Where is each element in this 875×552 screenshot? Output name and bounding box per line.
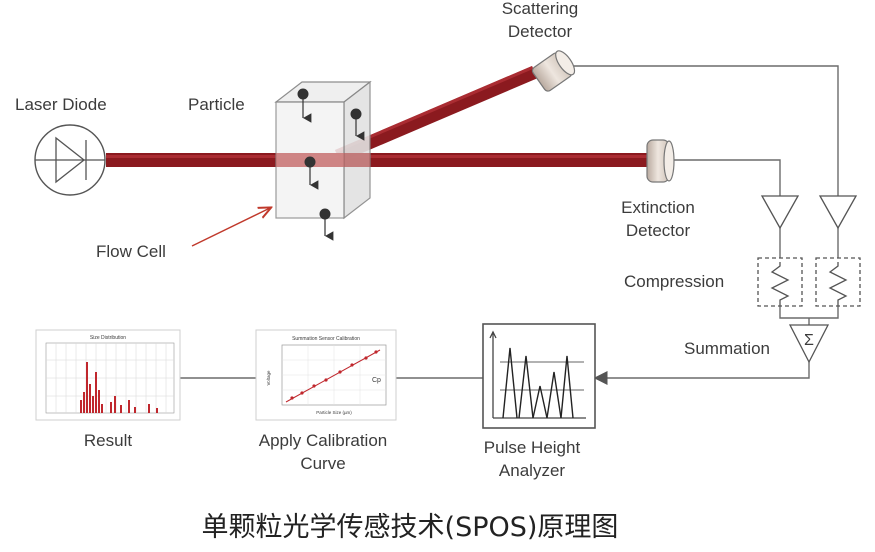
- laser-beam: [106, 153, 648, 167]
- calibration-thumb-xlabel: Particle Size (µm): [316, 410, 352, 415]
- calibration-thumb-ylabel: Voltage: [266, 370, 271, 386]
- result-bars: [80, 362, 158, 413]
- result-thumbnail: Size Distribution: [35, 329, 181, 421]
- laser-diode-label: Laser Diode: [15, 95, 107, 114]
- calibration-thumb-marker: Cp: [372, 377, 381, 384]
- scattering-detector-label-1: Scattering: [502, 0, 579, 18]
- pulse-height-label-1: Pulse Height: [484, 438, 581, 457]
- calibration-label-2: Curve: [300, 454, 345, 473]
- extinction-detector-label-2: Detector: [626, 221, 691, 240]
- extinction-detector-label-1: Extinction: [621, 198, 695, 217]
- summation-label: Summation: [684, 339, 770, 358]
- pulse-height-analyzer: [482, 323, 596, 429]
- flow-cell: [274, 80, 372, 241]
- particles: [297, 88, 365, 241]
- result-label: Result: [84, 431, 132, 450]
- summation-symbol: Σ: [804, 332, 814, 349]
- calibration-thumb-title: Summation Sensor Calibration: [292, 336, 360, 342]
- pulse-height-label-2: Analyzer: [499, 461, 565, 480]
- scattering-detector-label-2: Detector: [508, 22, 573, 41]
- extinction-detector: [646, 139, 675, 183]
- laser-diode: [34, 124, 106, 196]
- calibration-thumbnail: Summation Sensor Calibration Cp Particle…: [255, 329, 397, 421]
- summation-block: Σ: [788, 324, 830, 364]
- scattered-beam: [335, 66, 538, 162]
- pulse-peaks: [502, 347, 574, 419]
- flow-cell-pointer: [191, 208, 270, 247]
- compression-label: Compression: [624, 272, 724, 291]
- compression-blocks: [757, 257, 861, 307]
- figure-caption: 单颗粒光学传感技术(SPOS)原理图: [202, 512, 619, 543]
- signal-wires: [180, 65, 839, 385]
- scattering-detector: [531, 50, 576, 92]
- calibration-label-1: Apply Calibration: [259, 431, 388, 450]
- particle-label: Particle: [188, 95, 245, 114]
- result-thumb-title: Size Distribution: [90, 335, 126, 341]
- amplifiers: [760, 195, 858, 230]
- flow-cell-label: Flow Cell: [96, 242, 166, 261]
